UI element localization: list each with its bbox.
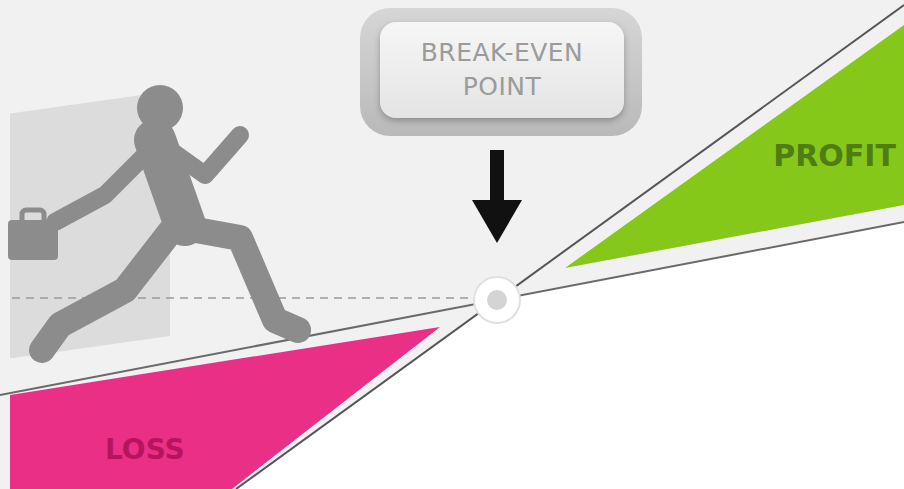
marker-center bbox=[487, 290, 507, 310]
loss-area: LOSS bbox=[10, 325, 440, 489]
label-frame bbox=[360, 8, 642, 136]
callout-label: BREAK-EVEN POINT bbox=[407, 36, 597, 104]
break-even-marker bbox=[474, 277, 520, 323]
area-label: LOSS bbox=[105, 433, 185, 466]
cost-line bbox=[0, 222, 904, 395]
pointer-arrow-shaft bbox=[490, 150, 504, 205]
area-fill bbox=[10, 327, 440, 489]
callout-box: BREAK-EVEN POINT bbox=[380, 22, 624, 118]
area-label: PROFIT bbox=[773, 138, 896, 173]
loss-area-shape bbox=[10, 325, 440, 489]
revenue-line bbox=[236, 5, 904, 489]
running-businessman bbox=[8, 85, 298, 350]
pointer-arrow-head bbox=[472, 200, 522, 243]
profit-area: PROFIT bbox=[560, 20, 904, 272]
area-fill bbox=[565, 25, 904, 268]
